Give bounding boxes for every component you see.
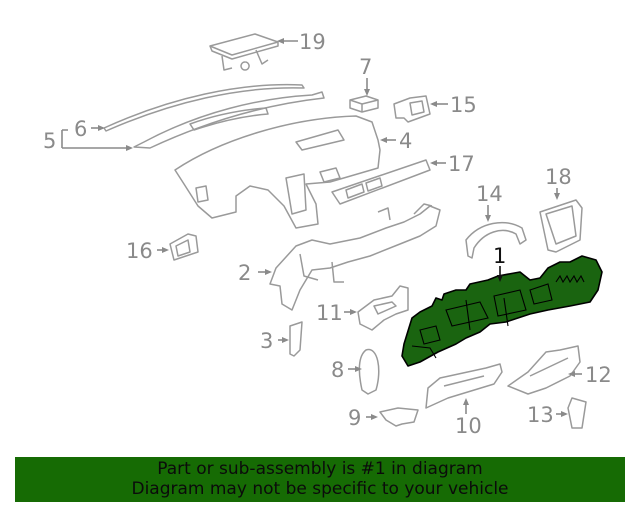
part-8-right-end-cover[interactable]: 8 [331, 349, 380, 395]
part-16-left-vent-bezel[interactable]: 16 [126, 233, 199, 263]
callout-17: 17 [448, 152, 475, 176]
caption-line-2: Diagram may not be specific to your vehi… [131, 479, 509, 499]
part-10-knee-bolster[interactable]: 10 [425, 363, 503, 438]
part-14-cluster-hood[interactable]: 14 [465, 182, 527, 259]
part-18-display-bezel[interactable]: 18 [539, 165, 583, 253]
callout-6: 6 [74, 117, 87, 141]
part-6-defroster-grille-strip[interactable]: 6 [74, 83, 305, 141]
callout-15: 15 [450, 93, 477, 117]
part-12-right-lower-panel[interactable]: 12 [507, 345, 612, 395]
callout-10: 10 [455, 414, 482, 438]
callout-3: 3 [260, 329, 273, 353]
callout-14: 14 [476, 182, 503, 206]
part-3-left-end-cap[interactable]: 3 [260, 321, 303, 357]
part-13-right-side-cap[interactable]: 13 [527, 397, 587, 429]
callout-7: 7 [359, 55, 372, 79]
parts-diagram: 19 6 5 7 15 4 17 [43, 30, 612, 438]
part-2-left-bracket[interactable]: 2 [238, 203, 441, 311]
callout-19: 19 [299, 30, 326, 54]
part-1-instrument-panel-carrier[interactable]: 1 [401, 244, 603, 367]
callout-5: 5 [43, 129, 56, 153]
callout-9: 9 [348, 406, 361, 430]
caption-line-1: Part or sub-assembly is #1 in diagram [157, 459, 483, 479]
part-19-glove-box-lid[interactable]: 19 [209, 30, 326, 71]
callout-13: 13 [527, 403, 554, 427]
callout-8: 8 [331, 358, 344, 382]
part-11-steering-column-bracket[interactable]: 11 [316, 285, 409, 331]
callout-2: 2 [238, 261, 251, 285]
part-17-center-trim-plate[interactable]: 17 [331, 152, 475, 205]
callout-11: 11 [316, 301, 343, 325]
part-5-defroster-assembly[interactable]: 5 [43, 91, 325, 153]
caption-banner: Part or sub-assembly is #1 in diagram Di… [15, 457, 625, 502]
callout-18: 18 [545, 165, 572, 189]
callout-16: 16 [126, 239, 153, 263]
callout-1: 1 [493, 244, 506, 268]
part-9-lower-trim-cover[interactable]: 9 [348, 406, 419, 430]
part-7-sensor-cover[interactable]: 7 [349, 55, 379, 113]
callout-4: 4 [399, 129, 412, 153]
part-4-instrument-panel-pad[interactable]: 4 [174, 115, 412, 229]
part-15-right-vent-bezel[interactable]: 15 [393, 93, 477, 123]
callout-12: 12 [585, 363, 612, 387]
